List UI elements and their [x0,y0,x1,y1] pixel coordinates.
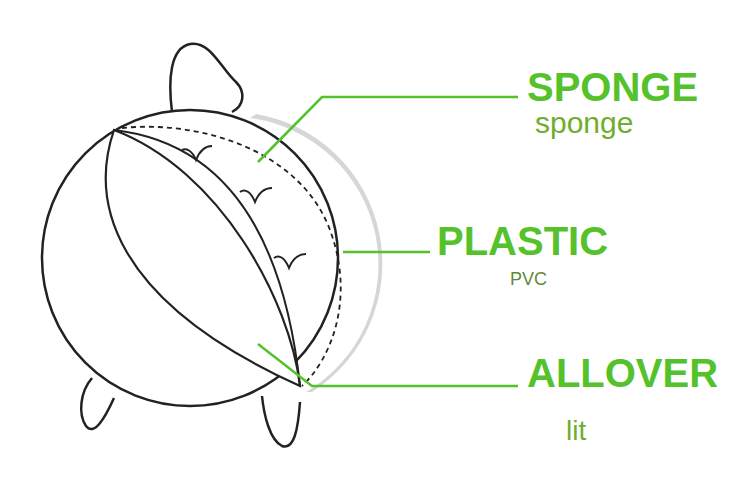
part-material: sponge [535,108,633,138]
part-name: SPONGE [527,67,698,107]
right-foot [262,396,300,447]
cushion-fold [114,130,300,386]
part-material: lit [566,417,586,445]
bird-marks [182,146,306,268]
ear [170,44,242,112]
body-outline [42,110,338,406]
part-name: ALLOVER [527,353,718,393]
left-foot [81,378,114,429]
cushion-shape [106,130,300,386]
part-name: PLASTIC [437,221,608,261]
part-material: PVC [510,270,547,288]
